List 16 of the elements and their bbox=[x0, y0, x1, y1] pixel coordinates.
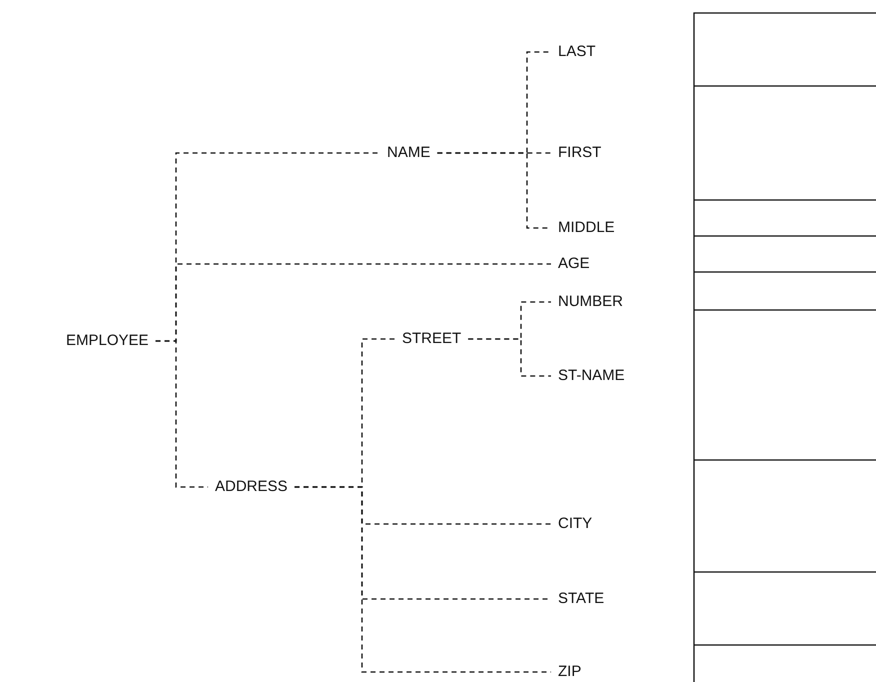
field-name: STREET bbox=[401, 330, 462, 348]
field-name: ADDRESS bbox=[214, 478, 289, 496]
field-name: FIRST bbox=[557, 144, 602, 162]
field-name: AGE bbox=[557, 255, 591, 273]
field-name: EMPLOYEE bbox=[65, 332, 150, 350]
field-name: CITY bbox=[557, 515, 594, 533]
field-name: ST-NAME bbox=[557, 367, 626, 385]
tree-connector bbox=[156, 340, 208, 488]
field-name: ZIP bbox=[557, 663, 582, 681]
field-name: NUMBER bbox=[557, 293, 624, 311]
tree-connector bbox=[468, 338, 551, 377]
field-name: LAST bbox=[557, 43, 597, 61]
tree-connector bbox=[294, 486, 551, 673]
field-name: NAME bbox=[386, 144, 432, 162]
field-name: STATE bbox=[557, 590, 606, 608]
field-name: MIDDLE bbox=[557, 219, 616, 237]
